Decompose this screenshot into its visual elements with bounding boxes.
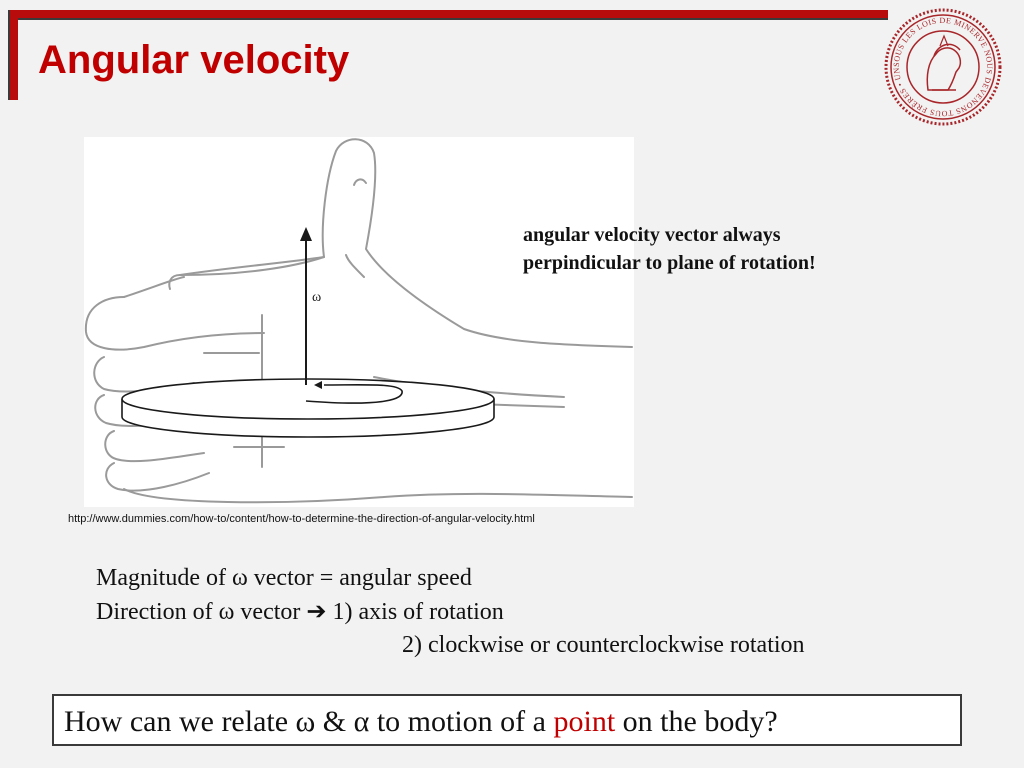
direction-line: Direction of ω vector ➔ 1) axis of rotat… bbox=[96, 600, 504, 624]
direction-item-1: 1) axis of rotation bbox=[326, 599, 504, 625]
top-accent-rule bbox=[10, 10, 888, 20]
omega-vector-label: ω bbox=[312, 290, 321, 305]
direction-item-2: 2) clockwise or counterclockwise rotatio… bbox=[402, 632, 805, 658]
left-accent-rule bbox=[8, 10, 18, 100]
caption-line-1: angular velocity vector always bbox=[523, 224, 781, 246]
source-url-link[interactable]: http://www.dummies.com/how-to/content/ho… bbox=[68, 513, 535, 525]
union-college-seal-logo: SOUS LES LOIS DE MINERVE NOUS DEVENONS T… bbox=[882, 6, 1002, 126]
caption-line-2: perpindicular to plane of rotation! bbox=[523, 252, 816, 274]
question-before: How can we relate ω & α to motion of a bbox=[64, 705, 554, 738]
magnitude-line: Magnitude of ω vector = angular speed bbox=[96, 565, 472, 591]
arrow-icon: ➔ bbox=[306, 599, 327, 625]
question-highlight: point bbox=[553, 705, 616, 738]
direction-prefix: Direction of ω vector bbox=[96, 599, 307, 625]
figure-caption: angular velocity vector always perpindic… bbox=[523, 221, 943, 277]
slide-title: Angular velocity bbox=[38, 38, 350, 82]
question-box: How can we relate ω & α to motion of a p… bbox=[52, 694, 962, 746]
question-after: on the body? bbox=[615, 705, 778, 738]
right-hand-rule-illustration: ω bbox=[84, 137, 634, 507]
question-text: How can we relate ω & α to motion of a p… bbox=[64, 705, 778, 739]
